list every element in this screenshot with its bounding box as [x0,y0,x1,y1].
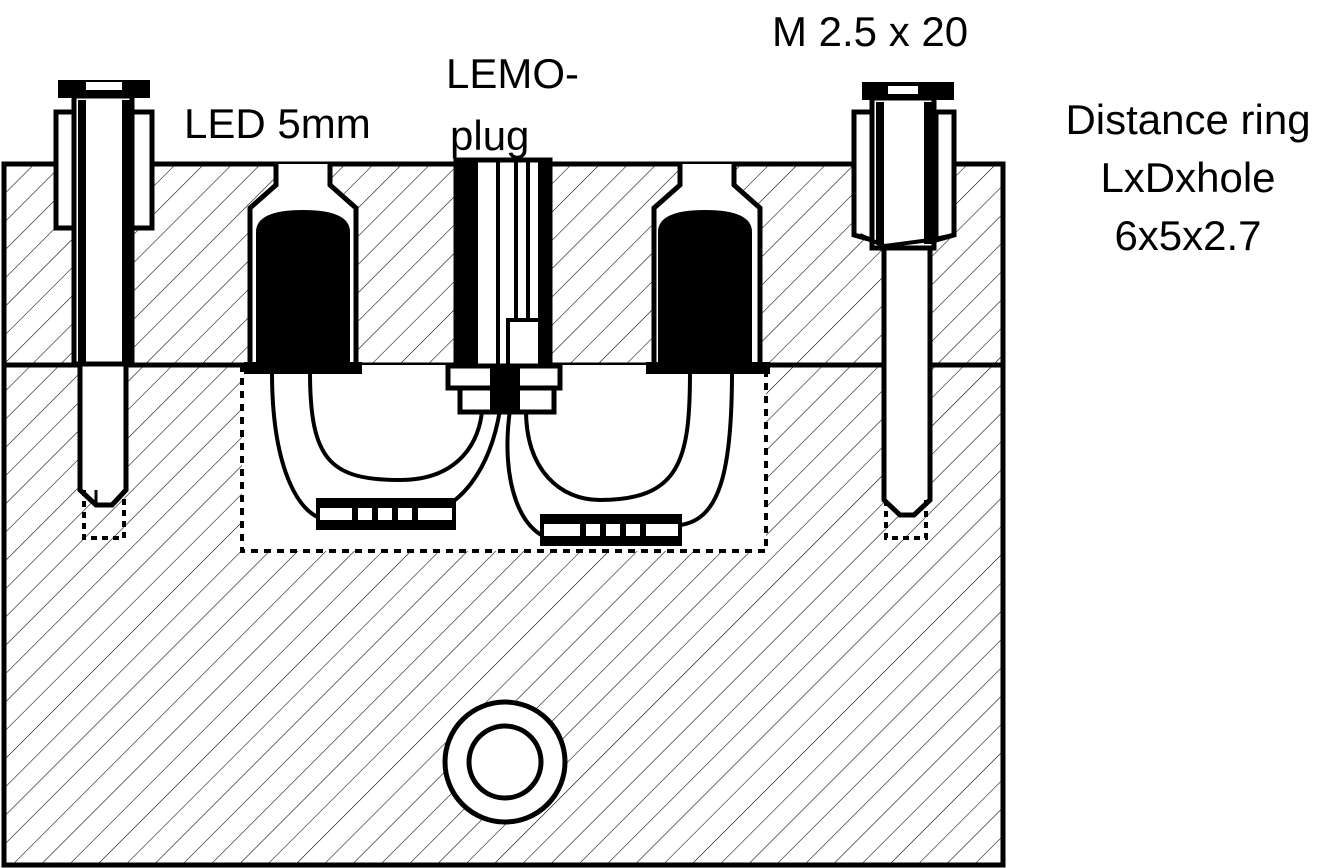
left-resistor [316,498,456,530]
mounting-hole [442,699,568,825]
left-screw [53,80,155,540]
lemo-label-line1: LEMO- [446,50,579,97]
led-label: LED 5mm [184,100,371,147]
left-led [244,164,362,374]
cavity-outline [240,365,768,553]
right-resistor [540,514,682,546]
lemo-label-line2: plug [450,112,529,159]
ring-label-line3: 6x5x2.7 [1114,212,1261,259]
ring-label-line2: LxDxhole [1100,154,1275,201]
right-led [646,164,770,374]
ring-label-line1: Distance ring [1065,96,1310,143]
screw-label: M 2.5 x 20 [772,8,968,55]
lemo-plug [445,157,563,415]
right-screw [851,82,957,540]
